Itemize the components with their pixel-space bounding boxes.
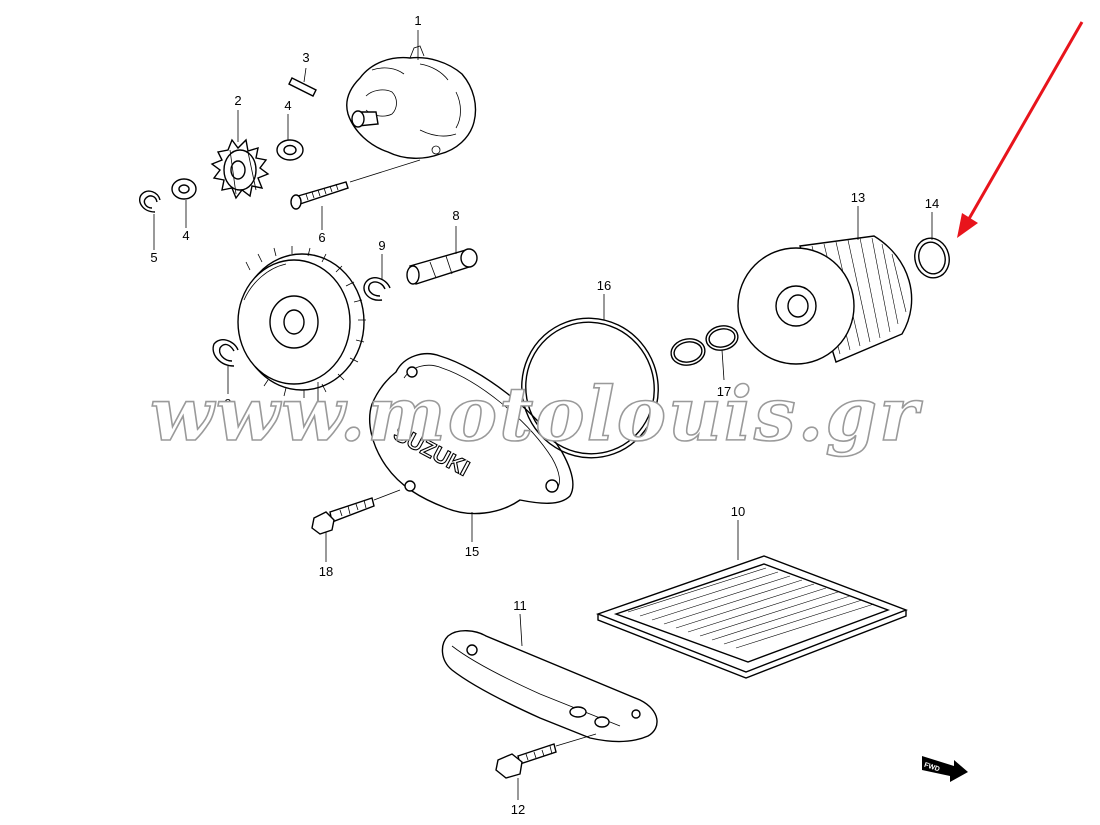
plate-bolt — [495, 733, 597, 779]
callout-10: 10 — [731, 504, 745, 519]
cover-bolt — [311, 489, 401, 535]
small-gear — [210, 138, 270, 200]
callout-5: 5 — [150, 250, 157, 265]
circlip-mid — [363, 277, 391, 301]
callout-3: 3 — [302, 50, 309, 65]
circlip-upper — [138, 190, 161, 213]
oil-strainer — [595, 555, 908, 679]
callout-11: 11 — [513, 598, 527, 613]
pump-cover: SUZUKI — [369, 353, 574, 515]
forward-direction-arrow: FWD — [922, 756, 968, 782]
oil-pump-body — [346, 45, 477, 159]
callout-8: 8 — [452, 208, 459, 223]
callout-4-lower: 4 — [182, 228, 189, 243]
washer-upper — [276, 139, 304, 161]
callout-numbers: 1 2 3 4 4 5 6 8 9 7 9 16 13 14 17 15 18 … — [150, 13, 939, 817]
driven-gear — [237, 246, 366, 398]
watermark-text: www.motolouis.gr — [150, 372, 923, 458]
oil-filter — [737, 235, 913, 365]
callout-18: 18 — [319, 564, 333, 579]
leader-lines — [153, 30, 933, 800]
callout-16: 16 — [597, 278, 611, 293]
callout-7: 7 — [316, 404, 323, 419]
strainer-plate — [441, 630, 658, 743]
callout-1: 1 — [414, 13, 421, 28]
filter-o-ring — [914, 237, 950, 279]
small-o-rings — [670, 325, 739, 366]
callout-9-upper: 9 — [378, 238, 385, 253]
callout-9-lower: 9 — [224, 396, 231, 411]
callout-13: 13 — [851, 190, 865, 205]
pin — [288, 77, 317, 97]
cover-o-ring — [521, 317, 659, 459]
washer-lower — [171, 178, 197, 200]
callout-14: 14 — [925, 196, 939, 211]
callout-4-upper: 4 — [284, 98, 291, 113]
gear-shaft — [406, 248, 478, 285]
callout-6: 6 — [318, 230, 325, 245]
callout-2: 2 — [234, 93, 241, 108]
circlip-left — [212, 339, 239, 367]
callout-15: 15 — [465, 544, 479, 559]
fwd-label: FWD — [923, 762, 940, 774]
pump-screw — [290, 159, 421, 210]
highlight-arrow — [957, 21, 1084, 238]
callout-12: 12 — [511, 802, 525, 817]
callout-17: 17 — [717, 384, 731, 399]
